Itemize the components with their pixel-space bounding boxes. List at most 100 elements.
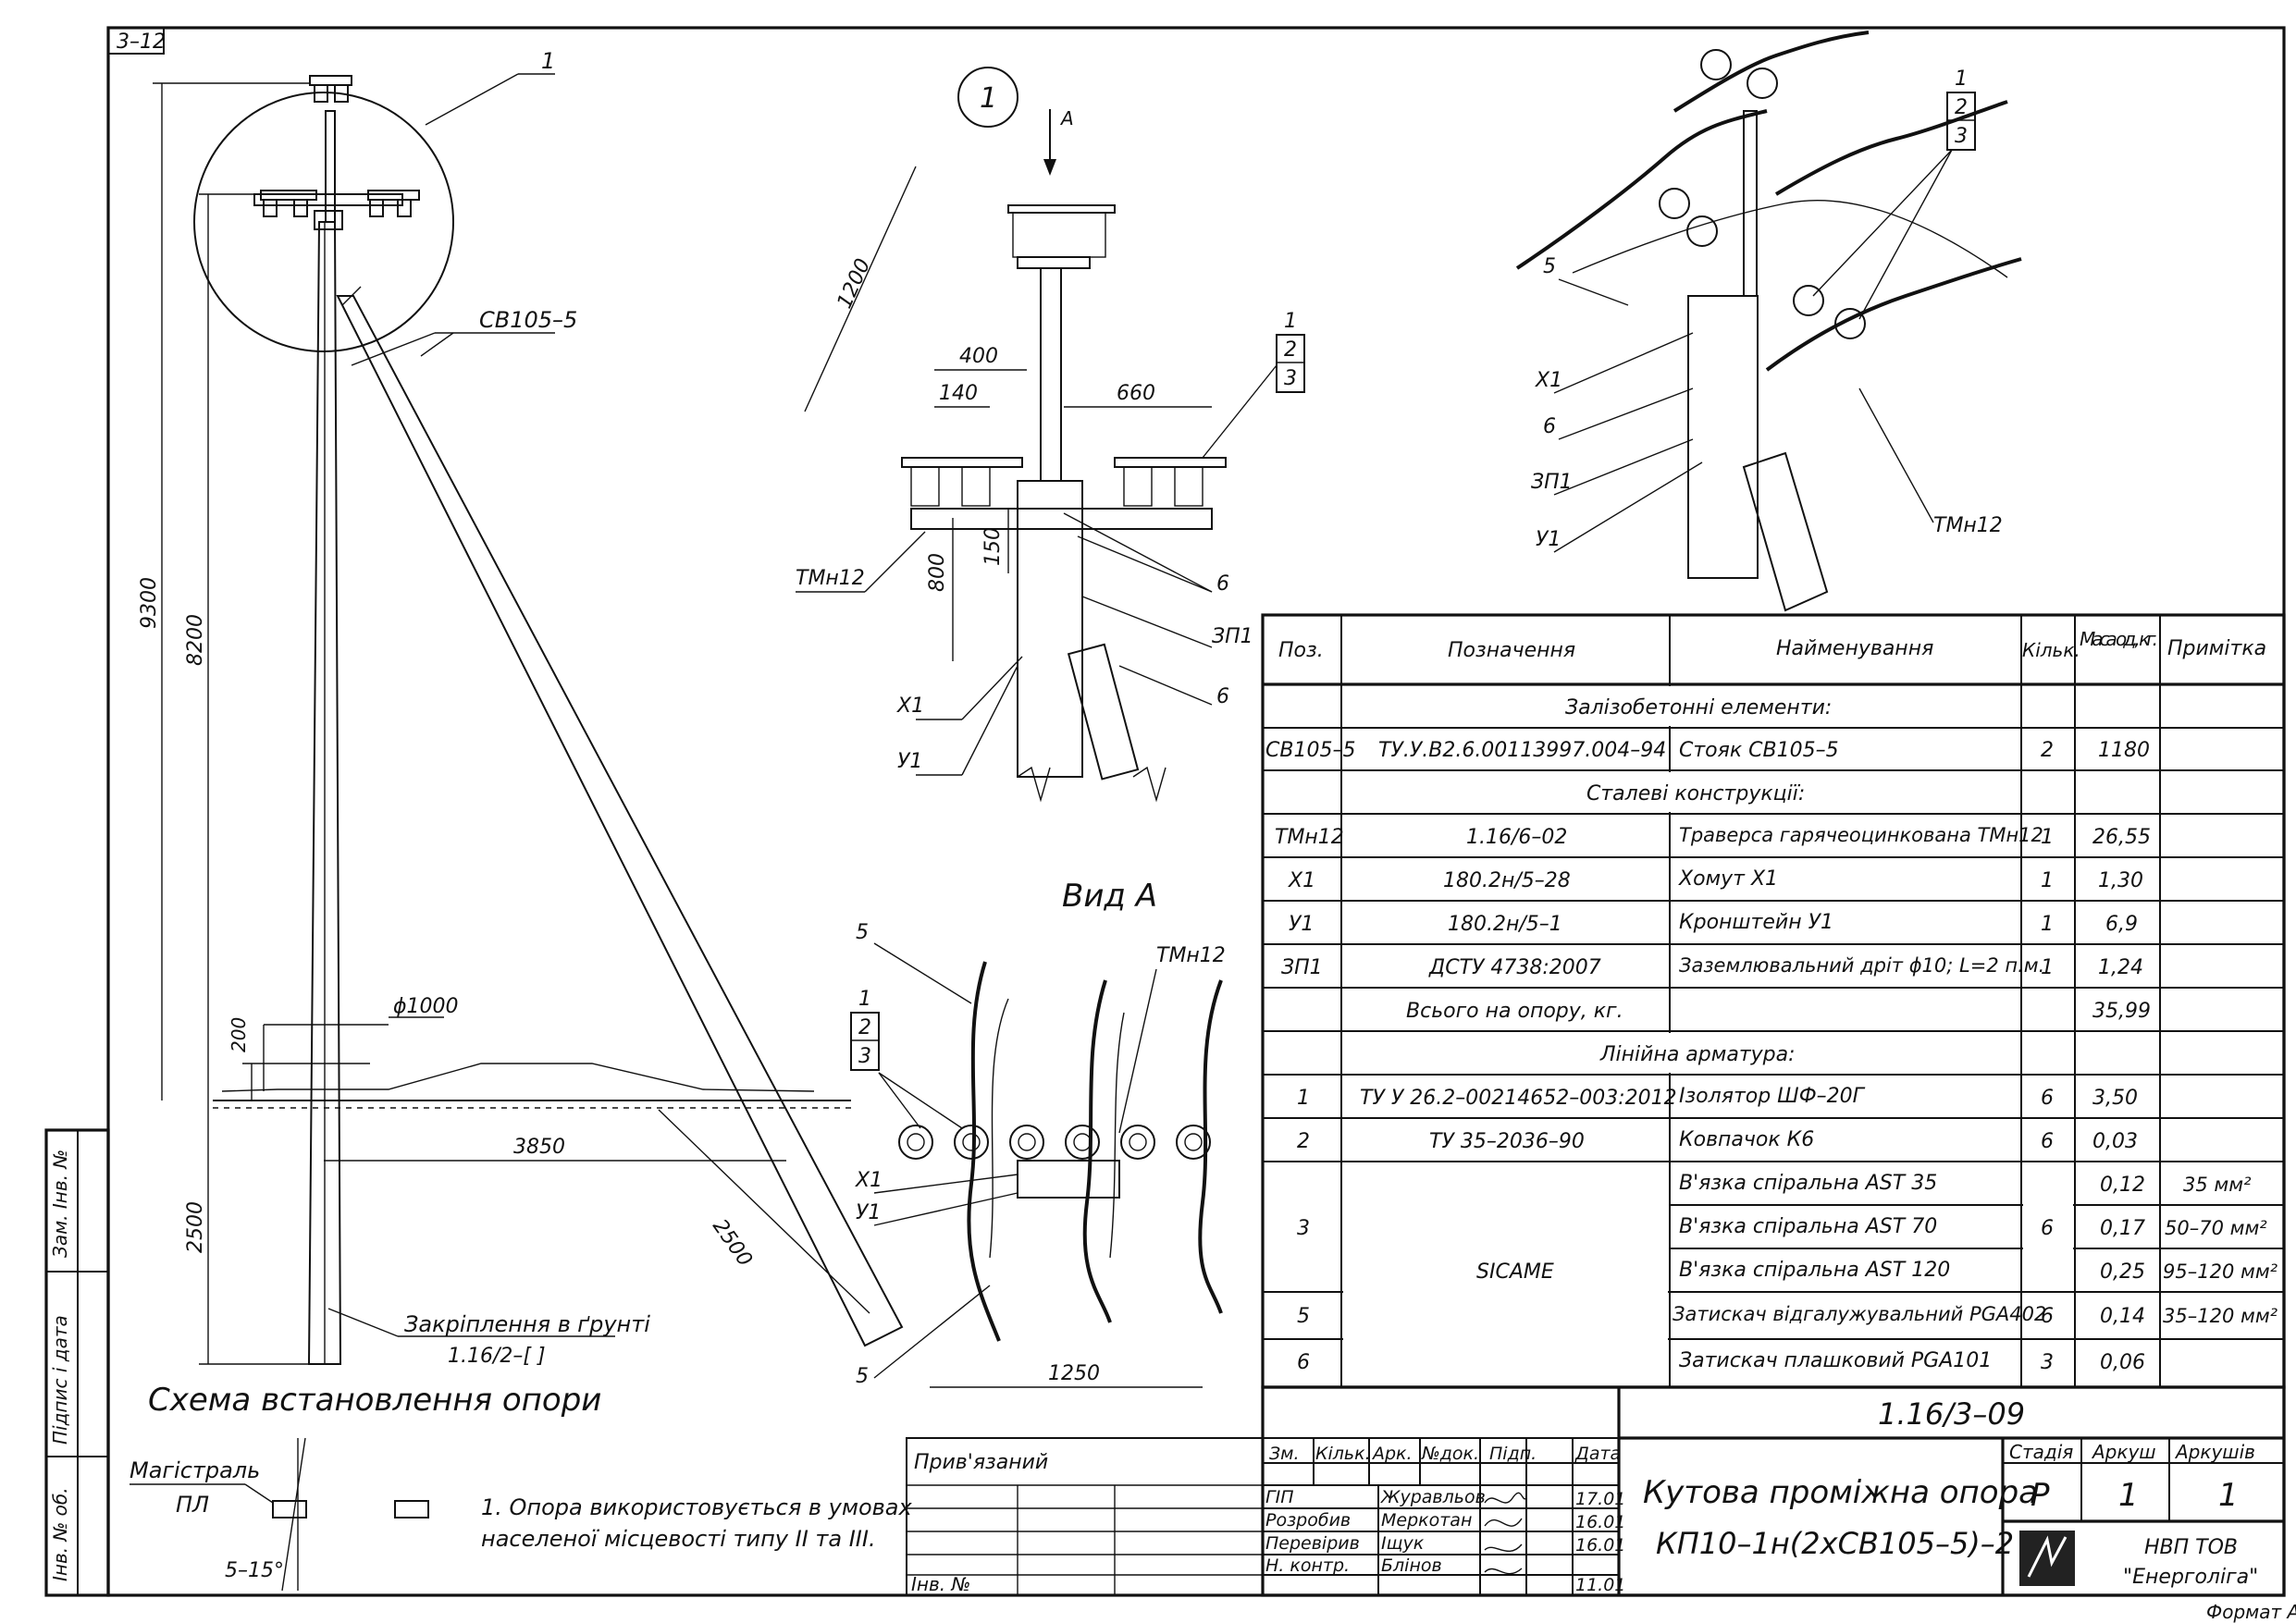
svg-text:0,06: 0,06: [2100, 1351, 2145, 1374]
svg-text:Арк.: Арк.: [1371, 1444, 1413, 1464]
svg-text:Траверса гарячеоцинкована ТМн1: Траверса гарячеоцинкована ТМн12: [1679, 824, 2043, 846]
title-line-1: Кутова проміжна опора: [1643, 1474, 2038, 1511]
svg-text:ГІП: ГІП: [1265, 1487, 1293, 1507]
main-strut: [336, 295, 904, 1347]
svg-text:50–70 мм²: 50–70 мм²: [2165, 1217, 2267, 1239]
svg-text:№док.: №док.: [1421, 1444, 1479, 1464]
scheme-pole-1: [272, 1500, 307, 1518]
detail-label-x1: Х1: [896, 695, 924, 718]
view-a-title: Вид А: [1062, 878, 1157, 915]
svg-text:1.16/6–02: 1.16/6–02: [1466, 826, 1567, 849]
scheme-magistral: Магістраль: [130, 1457, 260, 1483]
scheme-pole-2: [394, 1500, 429, 1518]
inv-no: Інв. №: [911, 1573, 970, 1595]
view-a-label-5-bottom: 5: [856, 1365, 869, 1388]
stamp-inv-ob: Інв. № об.: [49, 1487, 71, 1581]
th-pos: Поз.: [1278, 639, 1324, 662]
svg-text:16.01: 16.01: [1575, 1535, 1625, 1555]
th-code: Позначення: [1448, 639, 1575, 662]
detail-label-6a: 6: [1216, 572, 1229, 596]
ground-fix-label: Закріплення в ґрунті: [404, 1311, 650, 1337]
svg-text:1: 1: [1297, 1087, 1310, 1110]
svg-text:Заземлювальний дріт ϕ10; L=2 п: Заземлювальний дріт ϕ10; L=2 п.м.: [1679, 954, 2044, 977]
sheet-code-box: [107, 27, 165, 55]
top-insulators-main: [253, 75, 420, 230]
signature-2: [1484, 1518, 1523, 1527]
svg-text:16.01: 16.01: [1575, 1512, 1625, 1532]
view-number-circle: [957, 67, 1018, 128]
dim-400: 400: [959, 345, 998, 368]
installation-scheme: Схема встановлення опори Магістраль ПЛ 5…: [130, 1382, 601, 1592]
dim-800: 800: [926, 553, 949, 592]
detail-traverse: [910, 508, 1213, 530]
th-mass: Маса од., кг.: [2080, 628, 2158, 650]
svg-text:ЗП1: ЗП1: [1281, 956, 1323, 979]
dim-200: 200: [228, 1017, 250, 1052]
svg-text:ДСТУ 4738:2007: ДСТУ 4738:2007: [1428, 956, 1601, 979]
company-line-1: НВП ТОВ: [2144, 1536, 2238, 1559]
svg-text:35–120 мм²: 35–120 мм²: [2163, 1305, 2278, 1327]
detail-pole: [1040, 267, 1062, 482]
svg-text:Кільк.: Кільк.: [1315, 1444, 1371, 1464]
section-concrete: Залізобетонні елементи:: [1565, 696, 1832, 719]
svg-text:В'язка спіральна AST 120: В'язка спіральна AST 120: [1679, 1259, 1950, 1282]
company-line-2: "Енерголіга": [2123, 1566, 2258, 1589]
svg-text:Підп.: Підп.: [1489, 1444, 1537, 1464]
dim-3850: 3850: [513, 1136, 565, 1159]
svg-text:ТУ 35–2036–90: ТУ 35–2036–90: [1429, 1130, 1585, 1153]
signature-1: [1484, 1492, 1527, 1504]
dim-660: 660: [1117, 382, 1155, 405]
section-line: Лінійна арматура:: [1599, 1043, 1796, 1066]
svg-text:1: 1: [1955, 68, 1968, 91]
dim-diam-1000: ϕ1000: [393, 995, 459, 1018]
svg-text:0,14: 0,14: [2100, 1305, 2145, 1328]
scheme-pl: ПЛ: [176, 1492, 209, 1518]
dim-9300: 9300: [138, 577, 161, 629]
view-a-label-5-top: 5: [856, 921, 869, 944]
dim-2500-strut: 2500: [708, 1215, 757, 1271]
svg-text:В'язка спіральна AST 70: В'язка спіральна AST 70: [1679, 1215, 1937, 1238]
ground-fix-ref: 1.16/2–[ ]: [448, 1345, 546, 1368]
main-pole-view: 1 СВ105–5 9300: [138, 48, 904, 1368]
iso-pole: [1687, 295, 1759, 579]
svg-text:2: 2: [2041, 739, 2054, 762]
svg-text:2: 2: [1284, 338, 1297, 362]
dim-1200: 1200: [833, 255, 876, 312]
svg-text:Журавльов: Журавльов: [1380, 1487, 1486, 1507]
view-a-label-x1: Х1: [855, 1169, 883, 1192]
svg-text:1: 1: [1284, 310, 1297, 333]
svg-text:26,55: 26,55: [2092, 826, 2151, 849]
iso-label-5: 5: [1543, 255, 1556, 278]
dim-2500-v: 2500: [184, 1201, 207, 1253]
title-block: 1.16/3–09 Прив'язаний Інв. № Зм. Кільк. …: [906, 1385, 2286, 1597]
view-arrow-a: A: [1059, 107, 1074, 129]
iso-label-u1: У1: [1536, 528, 1561, 551]
svg-text:6: 6: [2041, 1087, 2054, 1110]
svg-text:У1: У1: [1289, 913, 1314, 936]
view-a-dim-1250: 1250: [1048, 1362, 1100, 1385]
spec-table: Поз. Позначення Найменування Кільк. Маса…: [1261, 613, 2286, 1389]
svg-text:ТМн12: ТМн12: [1275, 826, 1344, 849]
iso-callout-stack: 1 2 3: [1812, 68, 1976, 320]
view-number: 1: [980, 82, 997, 115]
dim-8200: 8200: [184, 614, 207, 666]
svg-text:Аркуш: Аркуш: [2091, 1441, 2156, 1463]
svg-text:СВ105–5: СВ105–5: [1265, 739, 1355, 762]
svg-text:Кронштейн У1: Кронштейн У1: [1679, 911, 1833, 934]
sheets-total: 1: [2218, 1477, 2239, 1514]
svg-text:6,9: 6,9: [2105, 913, 2138, 936]
svg-text:Затискач плашковий PGA101: Затискач плашковий PGA101: [1679, 1349, 1992, 1372]
svg-text:0,03: 0,03: [2092, 1130, 2138, 1153]
pos-3: 3: [1297, 1217, 1310, 1240]
detail-label-tmn12: ТМн12: [796, 567, 865, 590]
iso-label-6: 6: [1543, 415, 1556, 438]
iso-label-tmn12: ТМн12: [1933, 514, 2003, 537]
scheme-angle: 5–15°: [225, 1559, 284, 1582]
side-stamp: Зам. Інв. № Підпис і дата Інв. № об.: [44, 1128, 110, 1597]
svg-text:Перевірив: Перевірив: [1265, 1533, 1360, 1554]
svg-text:Х1: Х1: [1288, 869, 1315, 892]
svg-text:Меркотан: Меркотан: [1381, 1510, 1472, 1531]
sheet-code: 3–12: [117, 31, 166, 54]
svg-text:0,17: 0,17: [2100, 1217, 2145, 1240]
svg-text:В'язка спіральна AST 35: В'язка спіральна AST 35: [1679, 1172, 1937, 1195]
